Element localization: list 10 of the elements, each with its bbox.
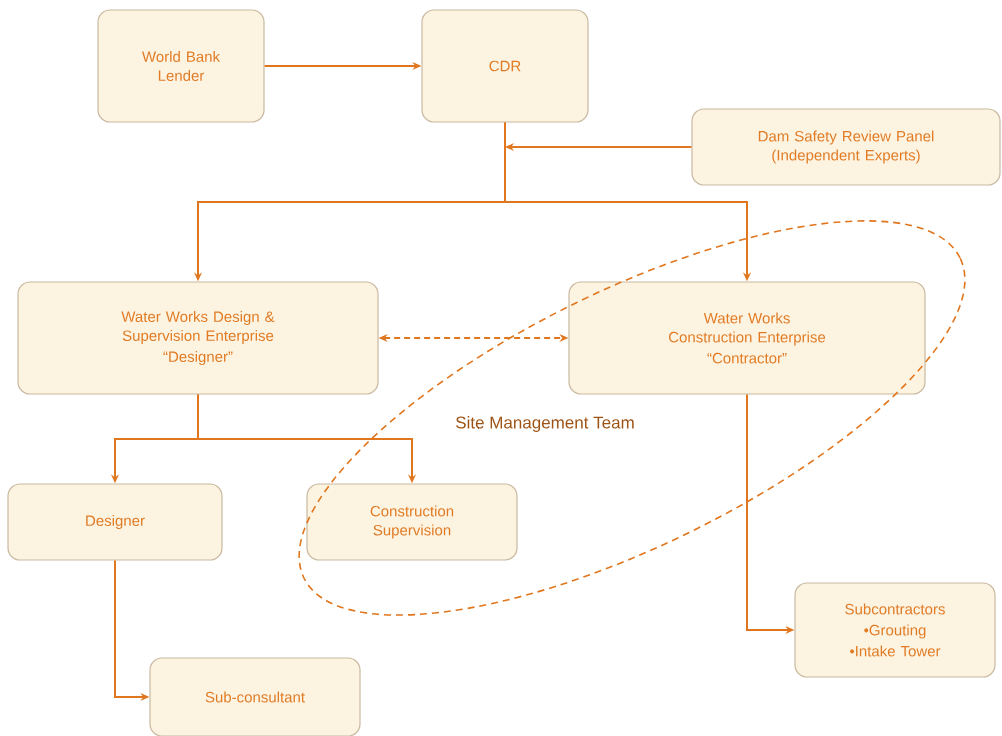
process-box: Designer: [7, 483, 223, 561]
process-box: World Bank Lender: [97, 9, 265, 123]
group-label: Site Management Team: [456, 416, 634, 432]
process-box: CDR: [421, 9, 589, 123]
process-box: Dam Safety Review Panel (Independent Experts): [691, 108, 1001, 186]
process-box: Water Works Construction Enterprise “Contractor”: [568, 281, 926, 395]
process-box: Sub-consultant: [149, 657, 361, 736]
process-box: Subcontractors •Grouting •Intake Tower: [794, 582, 996, 678]
process-box: Water Works Design & Supervision Enterprise “Designer”: [17, 281, 379, 395]
process-box: Construction Supervision: [306, 483, 518, 561]
